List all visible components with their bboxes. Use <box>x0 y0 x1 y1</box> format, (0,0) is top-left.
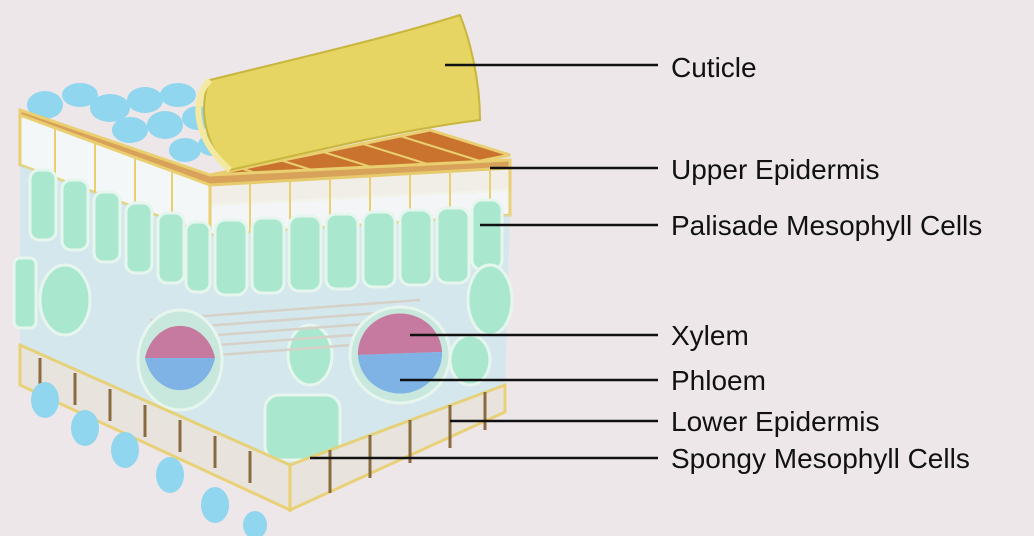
label-palisade-mesophyll: Palisade Mesophyll Cells <box>671 212 982 240</box>
label-phloem: Phloem <box>671 367 766 395</box>
vascular-bundle-left <box>138 310 222 410</box>
label-cuticle: Cuticle <box>671 54 757 82</box>
vascular-bundle-right <box>350 307 450 403</box>
label-spongy-mesophyll: Spongy Mesophyll Cells <box>671 445 970 473</box>
label-upper-epidermis: Upper Epidermis <box>671 156 880 184</box>
label-lower-epidermis: Lower Epidermis <box>671 408 880 436</box>
label-xylem: Xylem <box>671 322 749 350</box>
